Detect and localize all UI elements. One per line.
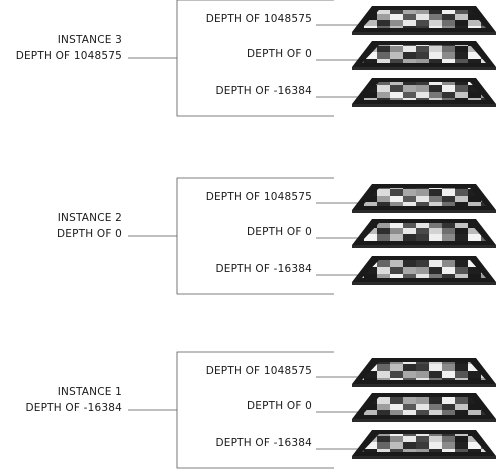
layer-label: DEPTH OF -16384 [215,85,312,97]
layer-plane-mosaic [362,188,486,206]
layer-plane-image [352,219,496,248]
instance-title: INSTANCE 3 [58,34,122,46]
instance-group: INSTANCE 2 DEPTH OF 0 DEPTH OF 1048575DEPT… [57,177,496,295]
layer-plane-mosaic [362,260,486,278]
layer-plane-edge [352,32,496,35]
layer-label: DEPTH OF 1048575 [206,365,312,377]
layer-plane-image [352,78,496,107]
instance-depth-label: DEPTH OF -16384 [25,402,122,414]
instance-title: INSTANCE 2 [58,212,122,224]
layer-plane-image [352,256,496,285]
layer-plane-edge [352,419,496,422]
instance-group: INSTANCE 1 DEPTH OF -16384 DEPTH OF 104857… [25,351,496,469]
layer-plane-image [352,41,496,70]
layer-plane-edge [352,456,496,459]
layer-label: DEPTH OF 0 [247,226,312,238]
instance-depth-label: DEPTH OF 0 [57,228,122,240]
layer-plane-mosaic [362,82,486,100]
layer-label: DEPTH OF 0 [247,400,312,412]
layer-plane-mosaic [362,397,486,415]
layer-plane-edge [352,245,496,248]
layer-plane-image [352,6,496,35]
layer-label: DEPTH OF -16384 [215,263,312,275]
layer-plane-edge [352,282,496,285]
layer-plane-mosaic [362,45,486,63]
layer-plane-image [352,393,496,422]
layer-label: DEPTH OF 0 [247,48,312,60]
layer-label: DEPTH OF -16384 [215,437,312,449]
layer-plane-image [352,184,496,213]
layer-plane-image [352,358,496,387]
layer-plane-edge [352,384,496,387]
layer-plane-image [352,430,496,459]
layer-label: DEPTH OF 1048575 [206,13,312,25]
instance-depth-label: DEPTH OF 1048575 [16,50,122,62]
layer-plane-edge [352,104,496,107]
layer-plane-edge [352,210,496,213]
layer-plane-edge [352,67,496,70]
instance-title: INSTANCE 1 [58,386,122,398]
layer-plane-mosaic [362,434,486,452]
layer-label: DEPTH OF 1048575 [206,191,312,203]
layer-plane-mosaic [362,223,486,241]
layer-plane-mosaic [362,10,486,28]
layer-plane-mosaic [362,362,486,380]
